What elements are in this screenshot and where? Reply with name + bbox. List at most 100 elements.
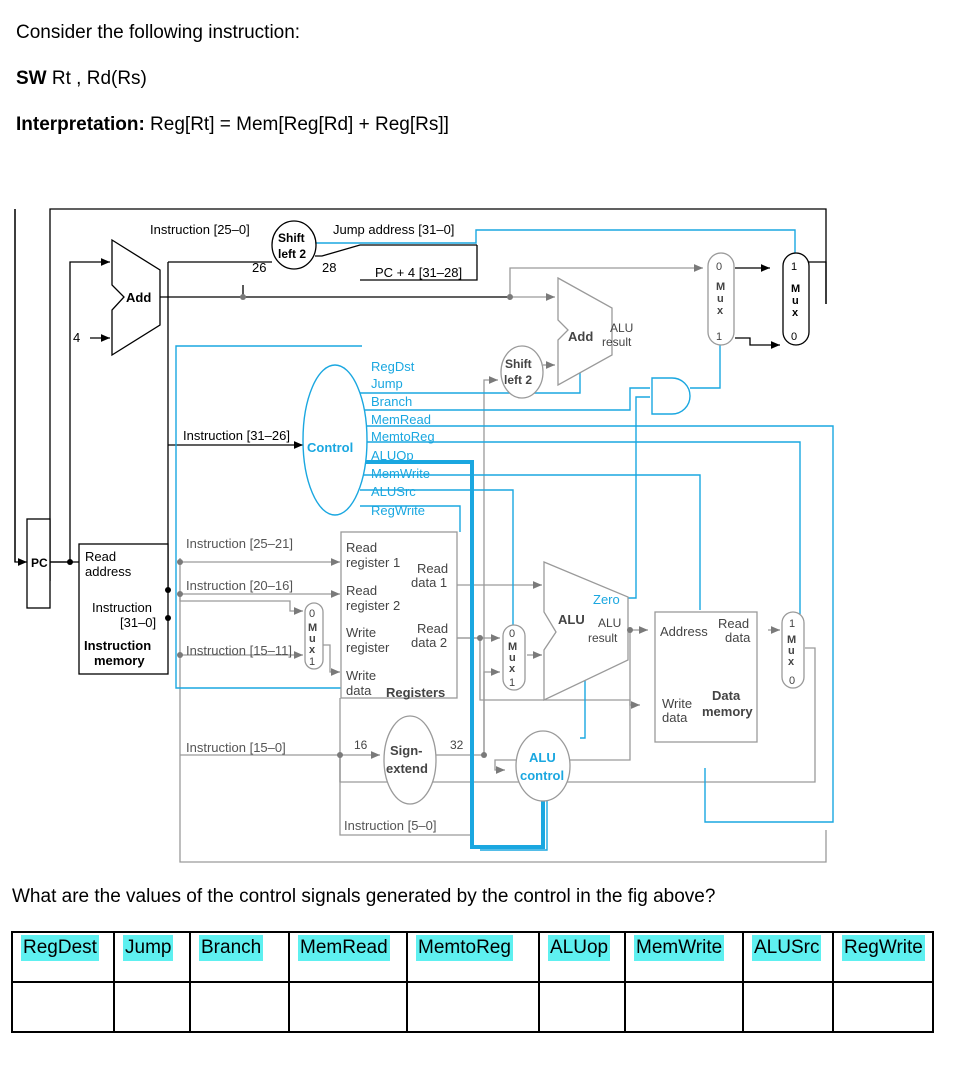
signal-regwrite: RegWrite xyxy=(371,503,425,518)
sign-extend xyxy=(383,715,437,805)
mips-datapath-diagram: Add 4 Shift left 2 Instruction [25–0] Ju… xyxy=(14,208,834,863)
header-cell: MemtoReg xyxy=(406,931,540,983)
branch-shift-label2: left 2 xyxy=(504,373,532,387)
alu-label: ALU xyxy=(558,612,585,627)
wr-label-a: Write xyxy=(346,625,376,640)
rr2-label-a: Read xyxy=(346,583,377,598)
branch-shift-left2 xyxy=(500,345,544,399)
bits-28-label: 28 xyxy=(322,260,336,275)
header-cell: ALUSrc xyxy=(742,931,834,983)
pc-label: PC xyxy=(31,556,48,570)
branch-mux-in0: 0 xyxy=(716,261,722,273)
header-cell: RegDest xyxy=(11,931,115,983)
alusrc-mux xyxy=(502,624,526,691)
answer-cell-memread[interactable] xyxy=(288,981,408,1033)
answer-cell-alusrc[interactable] xyxy=(742,981,834,1033)
header-regwrite: RegWrite xyxy=(842,935,925,961)
instr-15-11-label: Instruction [15–11] xyxy=(186,643,292,658)
rd1-label-a: Read xyxy=(417,561,448,576)
question-text: What are the values of the control signa… xyxy=(12,886,716,907)
jump-shift-label: Shift xyxy=(278,231,305,245)
pc4-label: PC + 4 [31–28] xyxy=(375,265,462,280)
alusrc-mux-in1: 1 xyxy=(509,677,515,689)
control-unit xyxy=(302,364,368,516)
imem-read-label: Read xyxy=(85,549,116,564)
alu-control xyxy=(515,730,571,802)
register-file xyxy=(340,531,458,699)
dmem-address-label: Address xyxy=(660,624,708,639)
header-cell: ALUop xyxy=(538,931,626,983)
sign-extend-label-a: Sign- xyxy=(390,743,423,758)
main-alu xyxy=(543,561,629,702)
interpretation-text: Interpretation: Reg[Rt] = Mem[Reg[Rd] + … xyxy=(16,114,449,136)
imem-instruction-label: Instruction xyxy=(92,600,152,615)
alu-control-label-b: control xyxy=(520,768,564,783)
instr-25-0-label: Instruction [25–0] xyxy=(150,222,250,237)
answer-cell-memtoreg[interactable] xyxy=(406,981,540,1033)
answer-cell-jump[interactable] xyxy=(113,981,191,1033)
header-cell: RegWrite xyxy=(832,931,934,983)
signal-jump: Jump xyxy=(371,376,403,391)
pc-register xyxy=(26,518,51,609)
header-alusrc: ALUSrc xyxy=(752,935,822,961)
signal-branch: Branch xyxy=(371,394,412,409)
answer-cell-aluop[interactable] xyxy=(538,981,626,1033)
instr-15-0-label: Instruction [15–0] xyxy=(186,740,286,755)
control-signal-table: RegDest Jump Branch MemRead MemtoReg ALU… xyxy=(11,931,934,1033)
imem-title-1: Instruction xyxy=(84,638,151,653)
register-file-labels: Read register 1 Read register 2 Write re… xyxy=(346,540,448,700)
branch-mux xyxy=(707,252,735,346)
pc-adder-label: Add xyxy=(126,290,151,305)
pc-adder xyxy=(111,238,161,357)
alusrc-mux-in0: 0 xyxy=(509,628,515,640)
header-memwrite: MemWrite xyxy=(634,935,725,961)
signal-memread: MemRead xyxy=(371,412,431,427)
header-cell: Branch xyxy=(189,931,290,983)
memtoreg-mux xyxy=(781,611,805,689)
dmem-read-data-label: data xyxy=(725,630,751,645)
alu-result-a: ALU xyxy=(598,616,621,630)
regdst-mux-in1: 1 xyxy=(309,656,315,668)
instr-25-21-label: Instruction [25–21] xyxy=(186,536,293,551)
imem-title-2: memory xyxy=(94,653,145,668)
dmem-read-label: Read xyxy=(718,616,749,631)
wd-label-a: Write xyxy=(346,668,376,683)
header-branch: Branch xyxy=(199,935,264,961)
answer-cell-regdest[interactable] xyxy=(11,981,115,1033)
answer-cell-branch[interactable] xyxy=(189,981,290,1033)
instruction-operands: Rt , Rd(Rs) xyxy=(46,68,147,89)
branch-shift-label: Shift xyxy=(505,357,532,371)
signal-memtoreg: MemtoReg xyxy=(371,429,435,444)
black-junction-dots xyxy=(67,559,171,621)
regdst-mux-in0: 0 xyxy=(309,608,315,620)
rr2-label-b: register 2 xyxy=(346,598,400,613)
alu-control-label-a: ALU xyxy=(529,750,556,765)
instruction-text: SW Rt , Rd(Rs) xyxy=(16,68,147,90)
instruction-field-labels: Instruction [25–21] Instruction [20–16] … xyxy=(186,536,437,833)
junction-dots xyxy=(177,294,633,758)
instr-31-26-label: Instruction [31–26] xyxy=(183,428,290,443)
dmem-write-data-label: data xyxy=(662,710,688,725)
header-memread: MemRead xyxy=(298,935,390,961)
regdst-mux xyxy=(304,602,324,670)
branch-adder-label: Add xyxy=(568,329,593,344)
constant-four: 4 xyxy=(73,330,80,345)
header-regdest: RegDest xyxy=(21,935,99,961)
branch-and-gate xyxy=(651,377,691,415)
branch-alu-top: ALU xyxy=(610,321,633,335)
answer-cell-regwrite[interactable] xyxy=(832,981,934,1033)
wd-label-b: data xyxy=(346,683,372,698)
jump-address-label: Jump address [31–0] xyxy=(333,222,454,237)
answer-cell-memwrite[interactable] xyxy=(624,981,744,1033)
branch-adder xyxy=(557,276,613,387)
data-memory-labels: Address Read data Write data Data memory xyxy=(660,616,753,725)
jump-mux-in0: 0 xyxy=(791,331,797,343)
instr-20-16-label: Instruction [20–16] xyxy=(186,578,293,593)
control-label: Control xyxy=(307,440,353,455)
memtoreg-mux-in0: 0 xyxy=(789,675,795,687)
dmem-title-b: memory xyxy=(702,704,753,719)
